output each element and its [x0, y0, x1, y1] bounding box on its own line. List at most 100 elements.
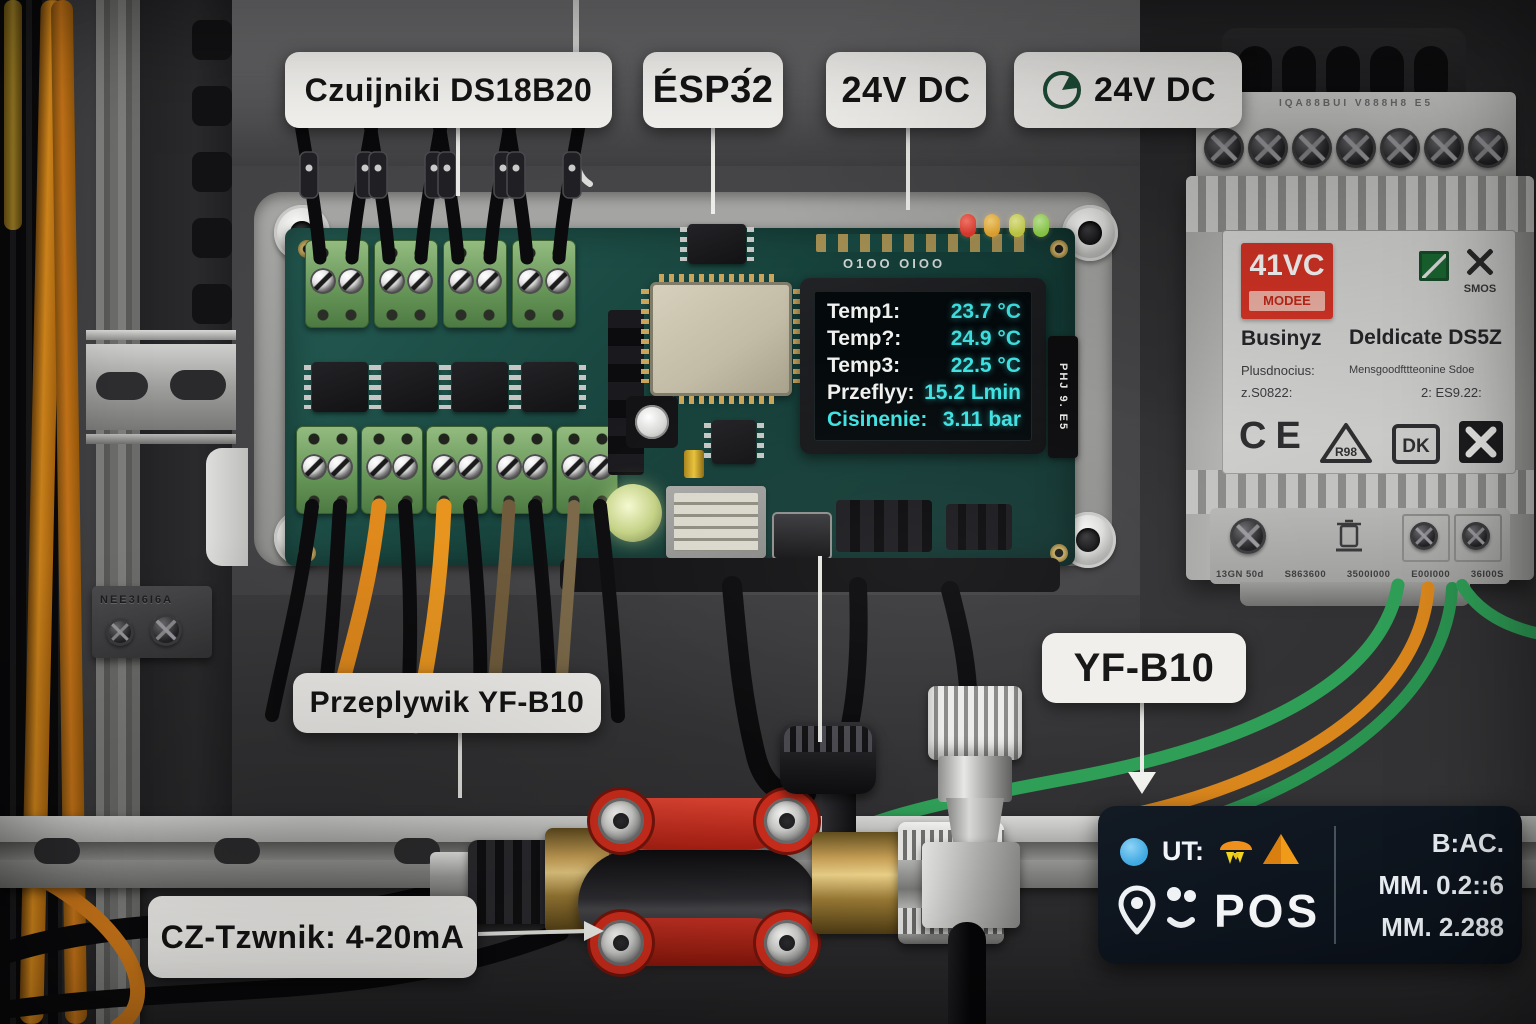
- psu-terminal-box: [1454, 514, 1502, 562]
- flash-chip: [680, 224, 754, 264]
- label-flow-text: Przeplywik YF-B10: [309, 686, 585, 719]
- side-connector: PHJ 9. E5: [1048, 336, 1078, 458]
- info-line-3: MM. 2.288: [1381, 912, 1504, 942]
- mushroom-icon: [1220, 841, 1252, 864]
- knob-knurl: [784, 726, 872, 752]
- psu-code: S863600: [1284, 569, 1327, 580]
- psu-line-right-2: 2: ES9.22:: [1421, 385, 1482, 400]
- bracket-screw: [106, 618, 134, 646]
- cert-triangle-icon: R98: [1320, 423, 1372, 463]
- psu-line-right-1: Mensgoodfttteonine Sdoe: [1349, 364, 1475, 376]
- led-red: [960, 214, 976, 237]
- duct-hole: [192, 20, 232, 60]
- bracket-screw: [150, 614, 182, 646]
- info-divider: [1334, 826, 1336, 944]
- psu-code: 13GN 50d: [1216, 569, 1264, 580]
- soic-chip: [304, 362, 376, 412]
- pressure-sensor-cable: [948, 922, 986, 1024]
- esp32-module: [641, 274, 801, 404]
- duct-hole: [192, 86, 232, 126]
- psu-terminal-bank: IQA88BUI V888H8 E5: [1196, 92, 1516, 184]
- info-box: UT: POS B:AC. MM. 0.2::6 MM. 2.288: [1098, 806, 1522, 964]
- psu-line-left-2: z.S0822:: [1241, 385, 1293, 400]
- label-24vdc: 24V DC: [826, 52, 986, 128]
- warning-triangle-icon: [1263, 834, 1299, 864]
- usb-connector: [772, 512, 832, 560]
- led-green: [1033, 214, 1050, 237]
- terminal-block: [491, 426, 553, 514]
- shielded-module: [666, 486, 766, 558]
- psu-code: E00I000: [1411, 569, 1451, 580]
- trimmer-component: [626, 396, 678, 448]
- info-line-1: B:AC.: [1431, 828, 1504, 858]
- psu-voltage-box: 41VC MODEE: [1241, 243, 1333, 319]
- label-current-text: CZ-Tzwnik: 4-20mA: [160, 918, 465, 955]
- psu-terminal-screw: [1336, 128, 1376, 168]
- inductor-yellow: [684, 450, 704, 478]
- soic-chip: [374, 362, 446, 412]
- psu-terminal-screw: [1292, 128, 1332, 168]
- enclosure-ear: [206, 448, 248, 566]
- display-label: Cisinenie:: [827, 408, 928, 431]
- psu-line-left-1: Plusdnocius:: [1241, 363, 1315, 378]
- psu-ribs-bottom: [1186, 470, 1534, 514]
- location-pin-icon: [1118, 885, 1156, 935]
- enclosure-bottom-slot: [560, 558, 1060, 592]
- led-amber: [984, 214, 1001, 237]
- psu-terminal-screw: [1380, 128, 1420, 168]
- display-value: 15.2 Lmin: [924, 381, 1021, 404]
- pcb-mount-hole: [1050, 544, 1068, 562]
- cert-x-caption: SMOS: [1463, 283, 1497, 295]
- trimmer-dial: [635, 405, 669, 439]
- psu-bottom-screw: [1410, 522, 1438, 550]
- display-label: Temp1:: [827, 300, 901, 323]
- cert-xbox-icon: [1459, 421, 1503, 463]
- psu-model: Deldicate DS5Z: [1349, 326, 1502, 349]
- cert-green-icon: [1419, 251, 1449, 281]
- cable-gland: [468, 840, 556, 924]
- psu-code: 3500I000: [1346, 569, 1391, 580]
- display-row: Temp?:24.9 °C: [815, 327, 1031, 354]
- psu-terminal-screw: [1248, 128, 1288, 168]
- pcb-silkscreen: O1OO OIOO: [843, 256, 946, 271]
- weee-bin-icon: [1336, 519, 1362, 552]
- pcb-mount-hole: [1050, 240, 1068, 258]
- label-yfb10-text: YF-B10: [1073, 645, 1215, 690]
- side-connector-label: PHJ 9. E5: [1057, 362, 1069, 432]
- pos-label: POS: [1214, 885, 1321, 937]
- green-led-dome: [604, 484, 662, 542]
- stamped-bracket: NEE3I6I6A: [92, 586, 212, 658]
- display-label: Temp3:: [827, 354, 901, 377]
- psu-ribs-top: [1186, 176, 1534, 232]
- display-row: Temp3: 22.5 °C: [815, 354, 1031, 381]
- psu-brand: Businyz: [1241, 327, 1322, 350]
- psu-voltage-sub: MODEE: [1249, 291, 1325, 311]
- psu-terminal-strip-text: IQA88BUI V888H8 E5: [1278, 98, 1434, 109]
- label-24vdc-icon: 24V DC: [1014, 52, 1242, 128]
- left-rail-edge: [86, 330, 236, 340]
- display-row: Przeflyy:15.2 Lmin: [815, 381, 1031, 408]
- bracket-stamp-text: NEE3I6I6A: [100, 594, 174, 606]
- display-value: 22.5 °C: [950, 354, 1021, 377]
- status-led-strip: [958, 214, 1051, 242]
- small-ic: [704, 420, 764, 464]
- soic-chip: [444, 362, 516, 412]
- display-value: 24.9 °C: [950, 327, 1021, 350]
- valve-knob: [780, 722, 876, 794]
- psu-terminal-box: [1402, 514, 1450, 562]
- tft-screen: Temp1:23.7 °C Temp?:24.9 °C Temp3:22.5 °…: [814, 291, 1032, 441]
- duct-hole: [192, 218, 232, 258]
- left-rail-edge: [86, 434, 236, 444]
- label-24vdc2-text: 24V DC: [1093, 70, 1217, 109]
- cert-dk-icon: DK: [1392, 424, 1440, 464]
- status-dot-blue: [1120, 838, 1148, 866]
- svg-text:DK: DK: [1402, 436, 1430, 457]
- module-label: [674, 493, 758, 551]
- terminal-block: [426, 426, 488, 514]
- display-value: 3.11 bar: [942, 408, 1021, 431]
- tft-display: Temp1:23.7 °C Temp?:24.9 °C Temp3:22.5 °…: [800, 278, 1046, 454]
- ut-label: UT:: [1162, 836, 1204, 866]
- label-24vdc-text: 24V DC: [841, 69, 971, 110]
- esp32-pins-top: [659, 274, 779, 282]
